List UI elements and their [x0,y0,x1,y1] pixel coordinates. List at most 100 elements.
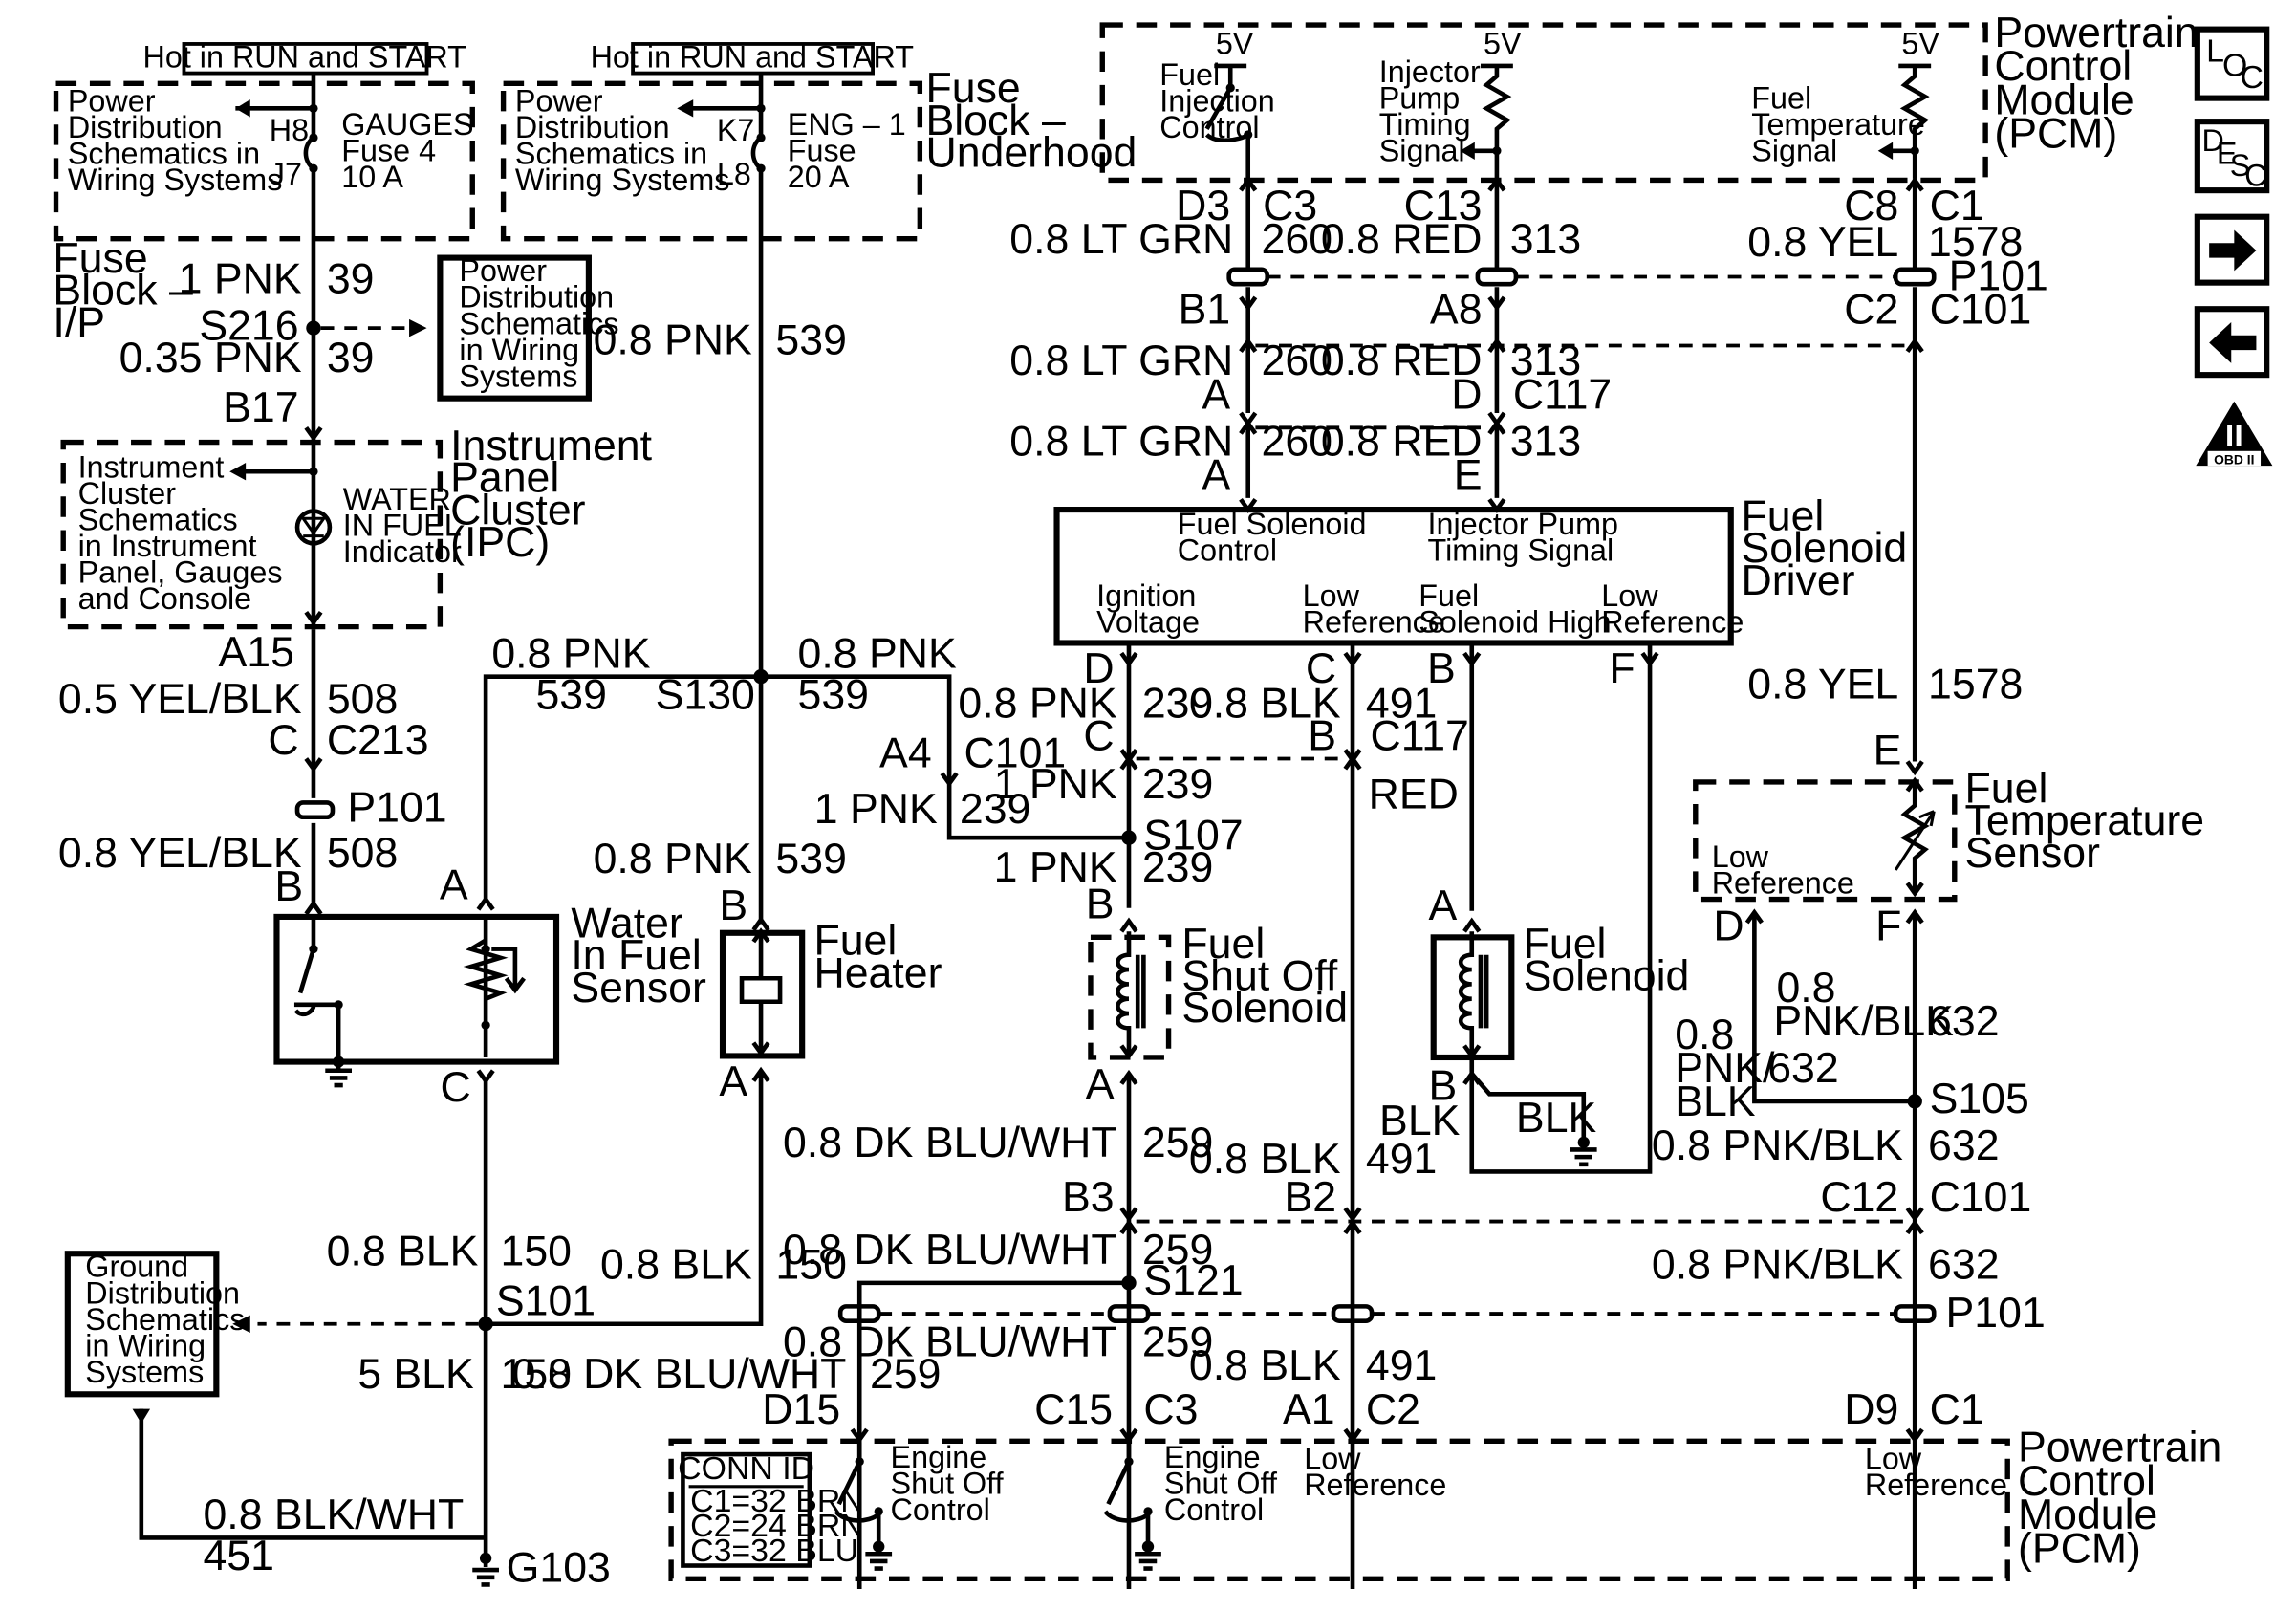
fsd-bot-5: Fuel [1419,578,1479,613]
hot-label-box-2 [631,42,875,76]
wire-label-yel-2: 0.8 YEL [1747,662,1898,708]
fts-title-3: Sensor [1965,830,2101,877]
circuit-451: 451 [203,1533,273,1579]
wire-label-ltgrn-1: 0.8 LT GRN [1009,216,1233,263]
fuse-uh-2: Fuse [788,134,856,168]
wire-label-ltgrn-3: 0.8 LT GRN [1009,418,1233,465]
fuse-uh-title-1: Fuse [925,65,1020,112]
circuit-239-3: 239 [1142,844,1213,891]
circuit-260-3: 260 [1262,418,1332,465]
c101-pin-c12: C12 [1820,1174,1898,1221]
pcm-pin-c1: C1 [1930,1386,1984,1433]
circuit-632-3: 632 [1928,1122,1999,1169]
fts-low-2: Reference [1712,865,1854,900]
ipc-title-2: Panel [450,455,559,502]
circuit-313-2: 313 [1510,337,1581,384]
circuit-259-4: 259 [870,1351,941,1398]
pcm-top-title-4: (PCM) [1994,111,2117,158]
circuit-1578-1: 1578 [1928,219,2023,266]
p101-label-top: P101 [1949,252,2048,299]
circuit-508b: 508 [327,830,398,877]
loc-o: O [2222,48,2247,84]
solenoid-pin-b: B [1429,1062,1458,1109]
wire-label-08pnk-right: 0.8 PNK [798,631,958,678]
pcm-pin-a1: A1 [1283,1386,1335,1433]
ipc-ref-2: Cluster [78,476,177,511]
c101-pin-b2: B2 [1284,1174,1336,1221]
label-s101: S101 [496,1278,596,1325]
heater-pin-b: B [719,882,747,929]
wire-label-035pnk: 0.35 PNK [119,335,302,381]
pin-c3-top: C3 [1263,183,1317,229]
label-s216: S216 [199,302,298,349]
circuit-150c: 150 [501,1351,572,1398]
pcm-pin-d9: D9 [1844,1386,1898,1433]
pin-e-fsd: E [1454,452,1483,499]
pin-a-c117-top: A [1202,371,1230,418]
esc1-1: Engine [891,1440,987,1474]
fic-1: Fuel [1159,57,1220,92]
splice-ref-1: Power [459,253,547,288]
ipc-indicator-1: WATER [343,482,451,516]
pin-c2-c101: C2 [1844,287,1898,334]
fuse-ip-title-1: Fuse [53,235,147,282]
fsd-top-2: Control [1178,533,1277,568]
solenoid-title-2: Solenoid [1524,953,1690,1000]
next-arrow-icon[interactable] [2194,213,2270,286]
pcm-low-3: Low [1865,1441,1922,1475]
c213-label: C213 [327,717,429,764]
fuse-block-ip-box [53,80,475,242]
wire-label-08blk-491-3: 0.8 BLK [1189,1342,1341,1389]
circuit-239-2: 239 [1142,761,1213,808]
solenoid-pin-a: A [1429,882,1458,929]
wire-label-ltgrn-2: 0.8 LT GRN [1009,337,1233,384]
c117-pin-b: B [1308,712,1336,759]
shutoff-pin-b: B [1086,882,1115,928]
fsd-bot-4: Reference [1303,605,1445,640]
heater-pin-a: A [719,1058,747,1105]
ipc-indicator-2: IN FUEL [343,509,462,543]
nav-desc-icon[interactable]: D E S C [2194,119,2270,194]
fic-3: Control [1159,110,1259,144]
wif-title-2: In Fuel [571,932,701,979]
circuit-539a: 539 [775,317,846,364]
c101-label-top: C101 [1930,287,2032,334]
fsd-bot-3: Low [1303,578,1360,613]
fuse-ip-ref-1: Power [68,83,156,118]
ground-ref-1: Ground [85,1250,188,1284]
obd-ii-icon[interactable]: II OBD II [2196,401,2273,468]
circuit-39b: 39 [327,335,375,381]
fuel-heater: Fuel Heater [719,918,942,1059]
c117-label-top: C117 [1513,371,1612,418]
label-s130: S130 [656,672,755,719]
ipc-title-1: Instrument [450,423,652,469]
ipc-box [60,439,444,630]
fuse-uh-title-3: Underhood [925,130,1137,177]
prev-arrow-icon[interactable] [2194,306,2270,379]
fts-title-1: Fuel [1965,766,2048,813]
circuit-539-left: 539 [535,672,606,719]
fuse-uh-ref-2: Distribution [515,110,670,144]
desc-d: D [2201,123,2223,158]
fuse-ip-3: 10 A [341,160,403,194]
fuse-uh-title-2: Block – [925,98,1066,144]
circuit-313-3: 313 [1510,418,1581,465]
p101-label-1: P101 [347,784,446,831]
ipc-title-3: Cluster [450,487,586,533]
pin-h8: H8 [270,113,309,147]
nav-loc-icon[interactable]: L O C [2194,26,2270,101]
fsd-bot-2: Voltage [1096,605,1200,640]
pcm-top-box [1099,22,1988,184]
circuit-259-2: 259 [1142,1227,1213,1274]
ipc-ref-6: and Console [78,581,252,616]
fuel-solenoid: A Fuel Solenoid [1429,882,1690,1061]
circuit-491-3: 491 [1366,1342,1437,1389]
fts-sig-3: Signal [1751,134,1837,168]
circuit-632-1: 632 [1928,998,1999,1045]
v5-label-2: 5V [1484,27,1522,61]
wire-label-1pnk-239c: 1 PNK [994,844,1117,891]
fsd-top-4: Timing Signal [1428,533,1614,568]
fsd-top-1: Fuel Solenoid [1178,507,1367,541]
circuit-259-3: 259 [1142,1319,1213,1366]
circuit-539b: 539 [775,836,846,882]
